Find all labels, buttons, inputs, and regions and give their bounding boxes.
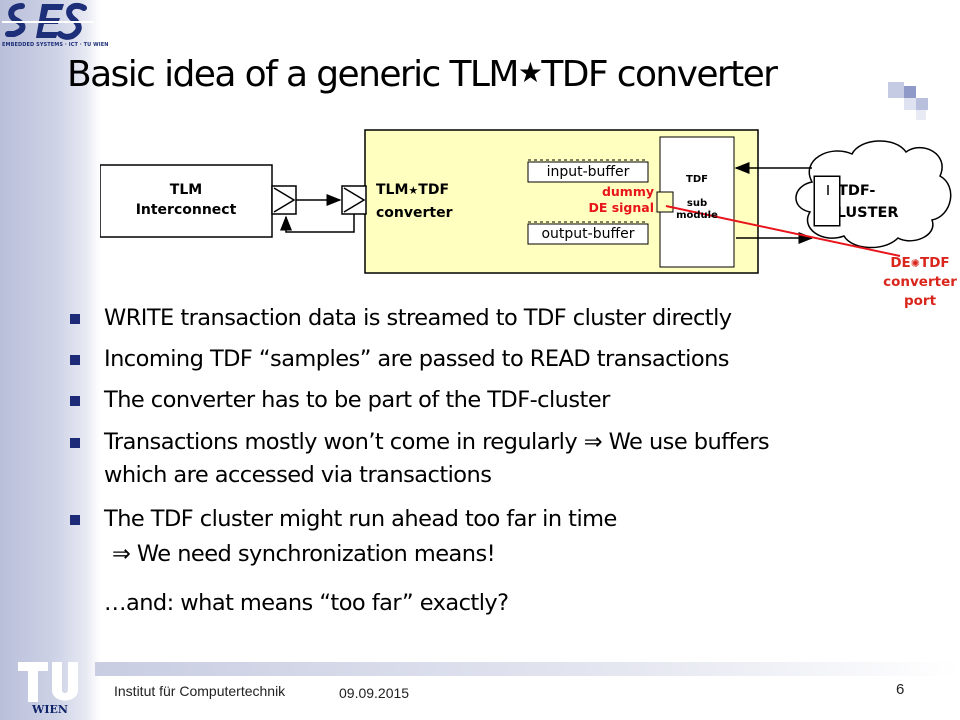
bullet-marker	[70, 515, 80, 525]
implies-arrow-icon: ⇒	[112, 541, 131, 567]
port-label-line2: converter	[883, 274, 957, 290]
converter-label-line2: converter	[376, 205, 453, 221]
tu-logo-caption: WIEN	[32, 703, 68, 716]
tlm-interconnect-box	[100, 164, 273, 238]
tdf-submodule-line2: sub	[686, 198, 708, 209]
bullet-5-text-line2: We need synchronization means!	[130, 541, 496, 567]
es-logo-caption: EMBEDDED SYSTEMS · ICT · TU WIEN	[2, 42, 109, 48]
tlm-interconnect-line2: Interconnect	[135, 202, 237, 218]
interconnect-port	[271, 185, 297, 215]
es-logo-icon	[2, 2, 94, 40]
decorative-squares	[888, 82, 928, 120]
port-pointer-line	[665, 205, 901, 257]
dummy-signal-line1: dummy	[601, 184, 654, 199]
dummy-signal-line2: DE signal	[588, 200, 654, 215]
tu-logo-icon	[18, 662, 78, 702]
input-buffer-label: input-buffer	[546, 164, 630, 180]
tdf-submodule-line3: module	[676, 210, 718, 221]
converter-socket	[341, 185, 367, 215]
input-buffer-box	[527, 161, 649, 183]
bullet-marker	[70, 314, 80, 324]
page-number: 6	[896, 681, 905, 698]
bullet-text: WRITE transaction data is streamed to TD…	[104, 305, 732, 331]
bullet-4-text-b: We use buffers	[602, 429, 770, 455]
slide-title: Basic idea of a generic TLM★TDF converte…	[67, 54, 778, 95]
return-link	[280, 214, 355, 233]
bullet-text-line2: which are accessed via transactions	[104, 462, 492, 488]
port-gear-icon: ✺	[910, 257, 920, 270]
title-suffix: TDF converter	[541, 54, 778, 95]
converter-label-b: TDF	[418, 182, 450, 198]
converter-star-icon: ★	[408, 184, 419, 197]
port-label-b: TDF	[920, 255, 950, 271]
bullet-marker	[70, 355, 80, 365]
output-buffer-box	[527, 223, 649, 245]
bullet-text-line2: ⇒ We need synchronization means!	[112, 538, 496, 571]
bullet-marker	[70, 438, 80, 448]
footer-date: 09.09.2015	[339, 685, 410, 701]
tdf-cluster-line1: TDF-	[838, 183, 876, 199]
left-gradient-band	[0, 0, 100, 720]
bottom-gradient-band	[95, 662, 960, 676]
title-star-icon: ★	[517, 56, 543, 89]
tdf-cluster-line2: CLUSTER	[826, 205, 899, 221]
converter-label: TLM★TDF converter	[376, 179, 453, 224]
bullet-text: Incoming TDF “samples” are passed to REA…	[104, 346, 730, 372]
tlm-interconnect-label: TLM Interconnect	[100, 180, 272, 220]
bullet-text: The TDF cluster might run ahead too far …	[104, 506, 617, 532]
converter-label-a: TLM	[376, 182, 409, 198]
dummy-signal-label: dummy DE signal	[556, 184, 654, 216]
port-label: DE✺TDF converter port	[860, 254, 960, 311]
converter-diagram: TLM Interconnect TLM★TDF converter input…	[100, 120, 960, 320]
title-prefix: Basic idea of a generic TLM	[67, 54, 519, 95]
port-label-a: DE	[890, 255, 911, 271]
cluster-module-cover	[814, 176, 840, 226]
tdf-submodule-line1: TDF	[686, 174, 708, 185]
closing-question: …and: what means “too far” exactly?	[104, 590, 509, 616]
bullet-marker	[70, 396, 80, 406]
output-buffer-label: output-buffer	[541, 226, 635, 242]
tdf-cluster-label: TDF- CLUSTER	[826, 180, 899, 224]
bullet-text: The converter has to be part of the TDF-…	[104, 387, 610, 413]
tlm-interconnect-line1: TLM	[169, 182, 203, 198]
footer-institute: Institut für Computertechnik	[114, 683, 286, 699]
tdf-submodule-label: TDF sub module	[660, 172, 734, 224]
diagram-shapes	[100, 129, 952, 274]
implies-arrow-icon: ⇒	[583, 429, 603, 455]
bullet-4-text-a: Transactions mostly won’t come in regula…	[104, 429, 584, 455]
port-label-line3: port	[903, 293, 937, 309]
cluster-module-tick	[827, 185, 829, 195]
bullet-text: Transactions mostly won’t come in regula…	[104, 426, 770, 459]
